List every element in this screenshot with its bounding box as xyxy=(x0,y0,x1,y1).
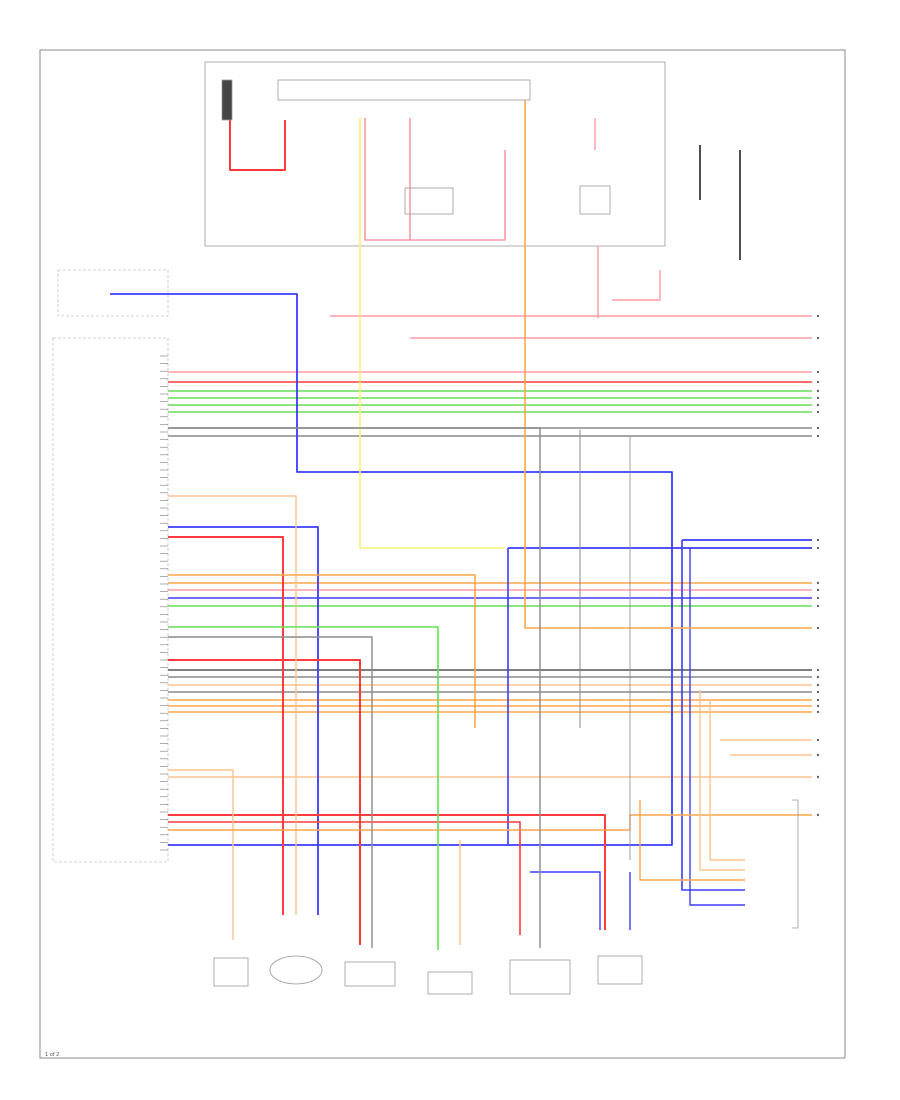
wire-red-4 xyxy=(168,821,521,935)
wire-orange-1 xyxy=(168,495,297,915)
terminal-dot xyxy=(816,675,820,679)
terminal-dot xyxy=(816,604,820,608)
terminal-dot xyxy=(816,426,820,430)
terminal-dot xyxy=(816,698,820,702)
relay-box-inner xyxy=(404,187,454,215)
terminal-dot xyxy=(816,380,820,384)
terminal-dot xyxy=(816,690,820,694)
component-sensor-3 xyxy=(344,961,396,987)
terminal-dot xyxy=(816,538,820,542)
wire-fuse-red xyxy=(229,100,286,171)
diagram-frame xyxy=(39,49,846,1059)
ground-bracket xyxy=(792,799,799,929)
wire-gray-2 xyxy=(168,427,541,948)
wire-blue-6 xyxy=(681,540,745,891)
wire-yellow xyxy=(359,118,505,549)
wire-harness xyxy=(110,100,812,950)
wire-blue-loop xyxy=(110,293,673,846)
wire-relay-pink xyxy=(364,118,506,241)
ecm-top-connector xyxy=(57,269,169,317)
terminal-dot xyxy=(816,581,820,585)
terminal-dot xyxy=(816,336,820,340)
terminal-dot xyxy=(816,596,820,600)
terminal-dot xyxy=(816,410,820,414)
terminal-dot xyxy=(816,396,820,400)
wire-orange-8 xyxy=(709,700,745,861)
terminal-dot xyxy=(816,775,820,779)
wire-blue-2 xyxy=(168,526,319,915)
terminal-dot xyxy=(816,753,820,757)
terminal-dot xyxy=(816,370,820,374)
terminal-dot xyxy=(816,314,820,318)
terminal-dot xyxy=(816,668,820,672)
component-sensor-1 xyxy=(213,957,249,987)
terminal-dot xyxy=(816,710,820,714)
ecm-connector-box xyxy=(52,337,169,863)
terminal-dot xyxy=(816,546,820,550)
wire-blue-8 xyxy=(530,871,601,930)
fuse-relay-box xyxy=(204,61,666,247)
wire-orange-11 xyxy=(639,800,745,881)
terminal-dot xyxy=(816,683,820,687)
relay-bus-bar xyxy=(277,79,531,101)
terminal-dot xyxy=(816,389,820,393)
wire-orange-4 xyxy=(168,769,234,940)
wire-orange-3 xyxy=(524,100,812,629)
wire-gray-1 xyxy=(168,636,373,948)
wire-red-3 xyxy=(168,814,606,930)
terminal-dot xyxy=(816,704,820,708)
wire-red-1 xyxy=(168,536,284,915)
wire-green-drop xyxy=(168,626,439,950)
terminal-dot xyxy=(816,588,820,592)
wire-pink-conn xyxy=(612,270,661,301)
wire-red-2 xyxy=(168,659,361,945)
component-sensor-6 xyxy=(597,955,643,985)
component-sensor-2 xyxy=(269,955,323,985)
terminal-dot xyxy=(816,626,820,630)
relay-right xyxy=(579,185,611,215)
right-terminals xyxy=(816,314,820,817)
terminal-dot xyxy=(816,738,820,742)
terminal-dot xyxy=(816,434,820,438)
ecm-pins xyxy=(160,355,168,851)
bottom-components xyxy=(213,79,643,995)
wire-orange-7 xyxy=(699,690,745,871)
page-label: 1 of 2 xyxy=(45,1052,59,1058)
terminal-dot xyxy=(816,403,820,407)
terminal-dot xyxy=(816,813,820,817)
fuse-element xyxy=(221,79,233,121)
component-sensor-5 xyxy=(509,959,571,995)
wire-orange-2 xyxy=(168,574,476,728)
wire-blue-7 xyxy=(689,548,745,906)
component-sensor-4 xyxy=(427,971,473,995)
